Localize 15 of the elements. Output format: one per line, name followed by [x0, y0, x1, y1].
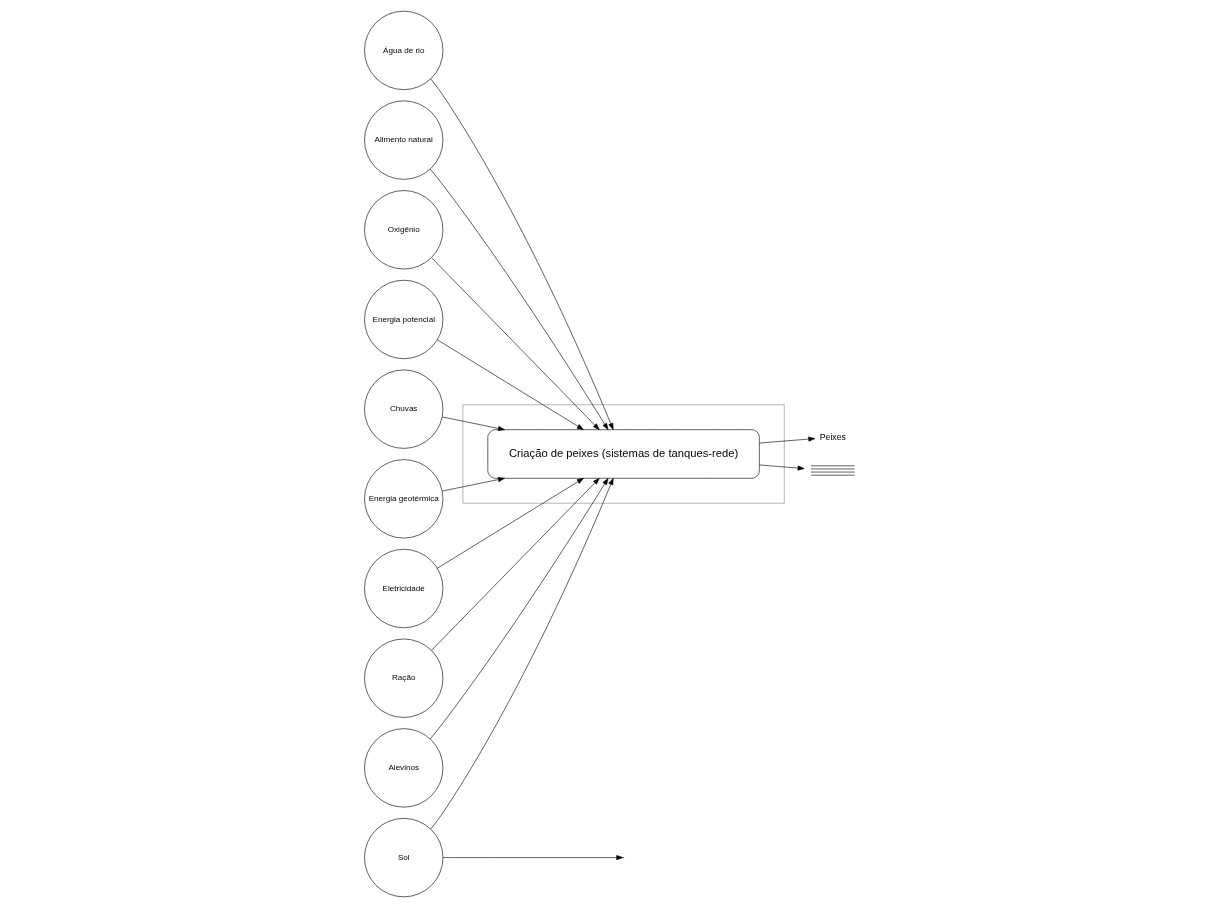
arrow — [436, 478, 584, 569]
arrow — [430, 478, 600, 651]
arrow — [436, 339, 584, 430]
arrow — [429, 478, 608, 740]
node-text: Peixes — [819, 431, 846, 442]
arrow — [429, 168, 608, 430]
arrow — [441, 477, 505, 492]
node-box: Criação de peixes (sistemas de tanques-rede) — [487, 429, 760, 479]
arrow — [441, 416, 505, 431]
arrow — [758, 464, 804, 471]
arrow — [430, 257, 600, 430]
arrow — [429, 478, 613, 830]
cluster — [462, 404, 785, 504]
arrow — [429, 78, 613, 430]
arrow — [758, 436, 815, 444]
